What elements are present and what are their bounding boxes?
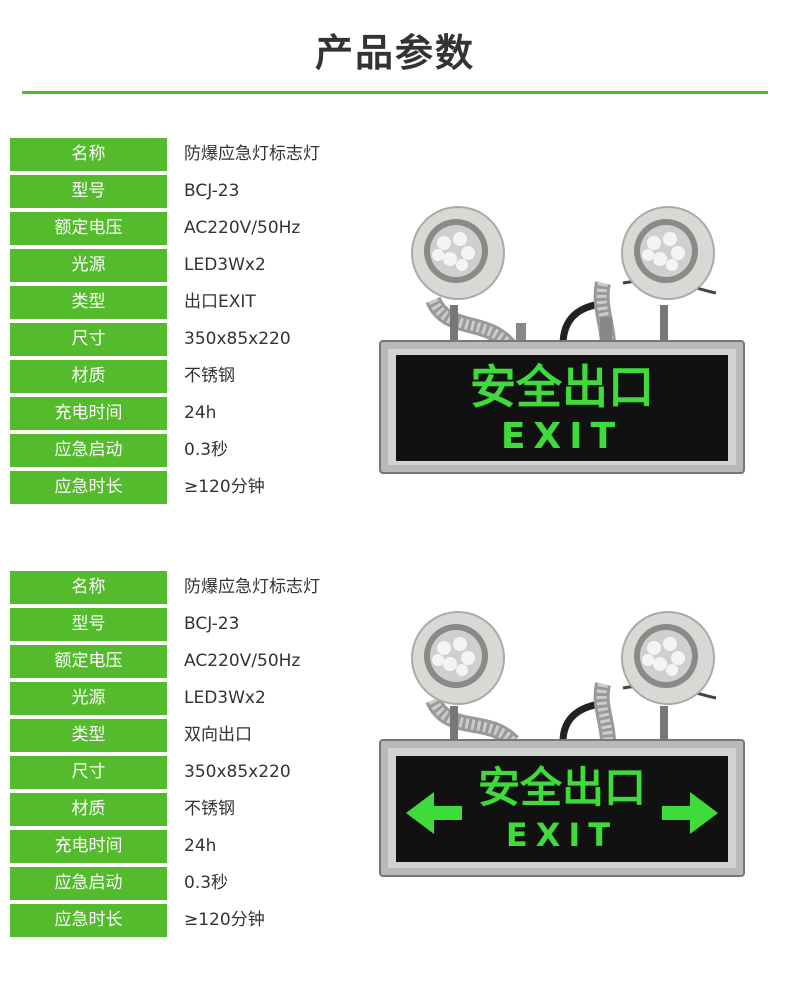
spec-value: 24h: [184, 403, 217, 423]
spec-label: 材质: [10, 793, 167, 826]
arrow-right-icon: [662, 792, 718, 834]
sign-english-text: EXIT: [501, 416, 623, 457]
spec-value: 0.3秒: [184, 440, 229, 460]
spec-label: 型号: [10, 175, 167, 208]
spec-row-type: 类型出口EXIT: [10, 286, 380, 319]
spec-label: 充电时间: [10, 397, 167, 430]
spec-label: 应急启动: [10, 434, 167, 467]
spec-table-2: 名称防爆应急灯标志灯 型号 BCJ-23 额定电压 AC220V/50Hz 光源 LE…: [10, 571, 380, 941]
spec-row-material: 材质不锈钢: [10, 793, 380, 826]
spec-value: ≥120分钟: [184, 910, 265, 930]
spec-row-light-source: 光源 LED3Wx2: [10, 249, 380, 282]
spec-row-model: 型号 BCJ-23: [10, 175, 380, 208]
spec-row-start-time: 应急启动 0.3秒: [10, 867, 380, 900]
spec-value: 不锈钢: [184, 366, 235, 386]
spec-value: 防爆应急灯标志灯: [184, 144, 320, 164]
spec-row-voltage: 额定电压 AC220V/50Hz: [10, 645, 380, 678]
spec-row-duration: 应急时长 ≥120分钟: [10, 904, 380, 937]
product-image-1: 安全出口 EXIT: [378, 205, 748, 475]
spec-row-size: 尺寸 350x85x220: [10, 323, 380, 356]
spec-value: 出口EXIT: [184, 292, 256, 312]
spec-row-name: 名称防爆应急灯标志灯: [10, 571, 380, 604]
spec-label: 尺寸: [10, 323, 167, 356]
spec-row-type: 类型双向出口: [10, 719, 380, 752]
spec-label: 应急时长: [10, 904, 167, 937]
spec-label: 额定电压: [10, 212, 167, 245]
spec-value: 双向出口: [184, 725, 252, 745]
spec-label: 光源: [10, 249, 167, 282]
spec-value: AC220V/50Hz: [184, 651, 301, 671]
spec-value: BCJ-23: [184, 614, 240, 634]
sign-chinese-text: 安全出口: [470, 360, 654, 414]
spec-value: LED3Wx2: [184, 688, 266, 708]
spec-value: 350x85x220: [184, 329, 291, 349]
spec-label: 类型: [10, 719, 167, 752]
spec-label: 尺寸: [10, 756, 167, 789]
spec-row-model: 型号 BCJ-23: [10, 608, 380, 641]
spec-value: AC220V/50Hz: [184, 218, 301, 238]
sign-chinese-text: 安全出口: [478, 763, 646, 812]
spec-value: 24h: [184, 836, 217, 856]
spec-label: 类型: [10, 286, 167, 319]
spec-label: 材质: [10, 360, 167, 393]
spec-row-voltage: 额定电压 AC220V/50Hz: [10, 212, 380, 245]
spec-row-charge-time: 充电时间 24h: [10, 397, 380, 430]
spec-value: LED3Wx2: [184, 255, 266, 275]
spec-label: 额定电压: [10, 645, 167, 678]
spec-row-duration: 应急时长 ≥120分钟: [10, 471, 380, 504]
spec-label: 名称: [10, 571, 167, 604]
spec-row-charge-time: 充电时间 24h: [10, 830, 380, 863]
spec-value: BCJ-23: [184, 181, 240, 201]
spec-row-name: 名称防爆应急灯标志灯: [10, 138, 380, 171]
arrow-left-icon: [406, 792, 462, 834]
spec-label: 名称: [10, 138, 167, 171]
sign-english-text: EXIT: [506, 816, 618, 854]
spec-row-material: 材质不锈钢: [10, 360, 380, 393]
spec-table-1: 名称防爆应急灯标志灯 型号 BCJ-23 额定电压 AC220V/50Hz 光源 LE…: [10, 138, 380, 508]
spec-value: ≥120分钟: [184, 477, 265, 497]
page-title: 产品参数: [314, 31, 475, 75]
spec-row-start-time: 应急启动 0.3秒: [10, 434, 380, 467]
spec-label: 应急启动: [10, 867, 167, 900]
spec-label: 充电时间: [10, 830, 167, 863]
title-divider: [22, 91, 768, 94]
spec-label: 光源: [10, 682, 167, 715]
product-image-2: 安全出口 EXIT: [378, 610, 748, 880]
spec-value: 不锈钢: [184, 799, 235, 819]
spec-value: 0.3秒: [184, 873, 229, 893]
spec-value: 防爆应急灯标志灯: [184, 577, 320, 597]
spec-row-size: 尺寸 350x85x220: [10, 756, 380, 789]
spec-row-light-source: 光源 LED3Wx2: [10, 682, 380, 715]
spec-value: 350x85x220: [184, 762, 291, 782]
spec-label: 应急时长: [10, 471, 167, 504]
spec-label: 型号: [10, 608, 167, 641]
